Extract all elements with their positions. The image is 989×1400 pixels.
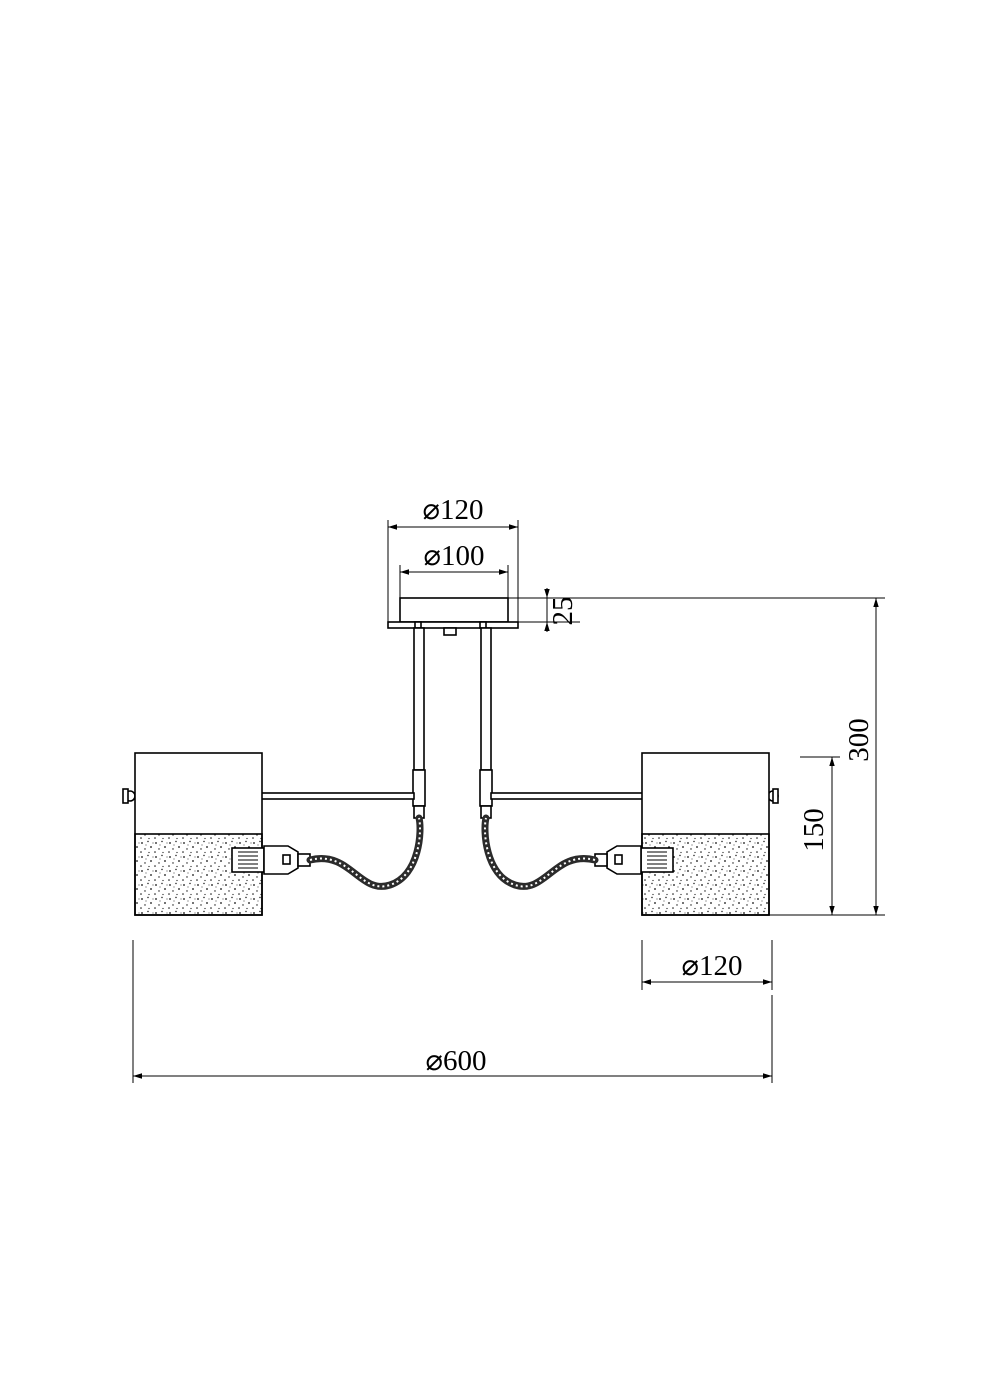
canopy bbox=[387, 597, 519, 636]
stems bbox=[412, 627, 493, 819]
cord-left bbox=[306, 814, 424, 890]
dimension-shade-diameter: ⌀120 bbox=[641, 940, 773, 990]
shade-right bbox=[641, 752, 770, 916]
dimension-total-height: 300 bbox=[580, 597, 885, 916]
cord-right bbox=[481, 814, 599, 890]
socket-right bbox=[594, 845, 674, 875]
label-canopy-outer-diameter: ⌀120 bbox=[423, 494, 484, 526]
socket-left bbox=[231, 845, 311, 875]
label-overall-diameter: ⌀600 bbox=[426, 1045, 487, 1077]
shade-left bbox=[134, 752, 263, 916]
label-shade-diameter: ⌀120 bbox=[682, 950, 743, 982]
label-canopy-height: 25 bbox=[547, 597, 579, 626]
horizontal-arm bbox=[122, 788, 779, 804]
dimension-canopy-inner: ⌀100 bbox=[399, 540, 509, 598]
label-shade-height: 150 bbox=[798, 808, 830, 852]
dimension-overall-diameter: ⌀600 bbox=[132, 940, 773, 1083]
dimension-shade-height: 150 bbox=[798, 756, 840, 915]
label-total-height: 300 bbox=[843, 718, 875, 762]
dimension-canopy-outer: ⌀120 bbox=[387, 494, 519, 622]
dimension-canopy-height: 25 bbox=[508, 588, 580, 632]
label-canopy-inner-diameter: ⌀100 bbox=[424, 540, 485, 572]
